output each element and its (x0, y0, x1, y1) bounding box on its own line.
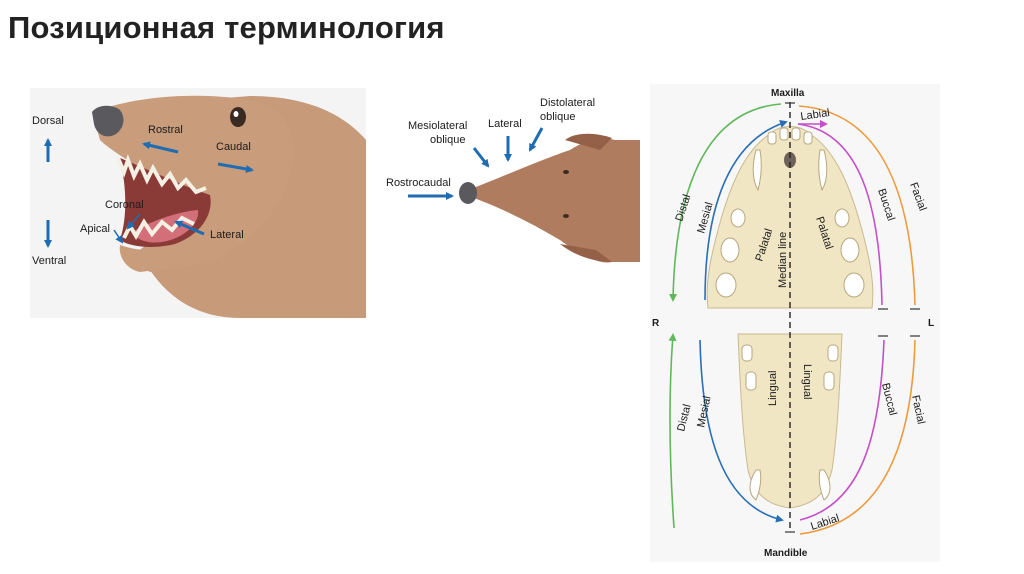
dog-top-view (459, 134, 640, 263)
left-side-label: L (928, 318, 934, 329)
apical-label: Apical (80, 223, 110, 235)
jaw-diagram (650, 84, 940, 562)
lateral-label-side: Lateral (210, 229, 244, 241)
distolateral-label-2: oblique (540, 111, 575, 123)
maxilla-label: Maxilla (771, 88, 805, 99)
ventral-label: Ventral (32, 255, 66, 267)
caudal-label: Caudal (216, 141, 251, 153)
mesiolateral-label-1: Mesiolateral (408, 120, 467, 132)
coronal-label: Coronal (105, 199, 144, 211)
dog-side-view (30, 88, 366, 318)
lateral-label-top: Lateral (488, 118, 522, 130)
right-side-label: R (652, 318, 660, 329)
mesiolateral-arrow (474, 148, 488, 166)
mesiolateral-label-2: oblique (430, 134, 465, 146)
lingual-right-label: Lingual (801, 364, 813, 399)
distolateral-label-1: Distolateral (540, 97, 595, 109)
rostral-label: Rostral (148, 124, 183, 136)
rostrocaudal-label: Rostrocaudal (386, 177, 451, 189)
median-line-label: Median line (777, 232, 789, 288)
mandible-label: Mandible (764, 548, 808, 559)
distolateral-arrow (530, 128, 542, 150)
lingual-left-label: Lingual (767, 371, 779, 406)
dorsal-label: Dorsal (32, 115, 64, 127)
